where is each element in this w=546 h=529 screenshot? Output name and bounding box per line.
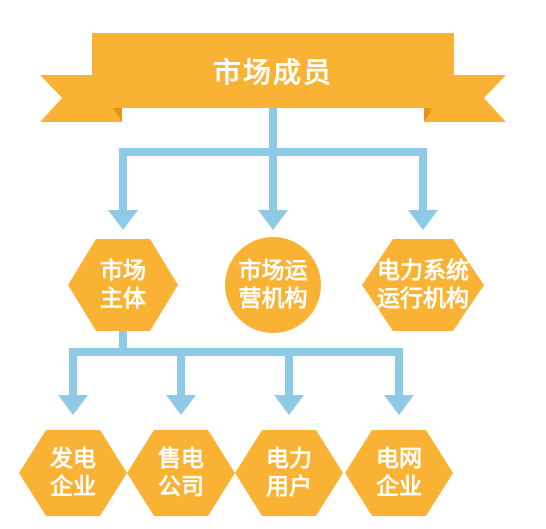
node-grid-operator-label: 电力系统 运行机构 <box>377 258 469 312</box>
node-market-entity-label: 市场 主体 <box>100 258 146 312</box>
connectors-level1 <box>119 108 427 213</box>
arrows-level1 <box>108 210 438 230</box>
arrow-1 <box>108 210 138 230</box>
connectors-level2 <box>69 331 403 398</box>
node-gen-company-label: 发电 企业 <box>50 446 96 500</box>
arrow-sub-4 <box>384 395 414 415</box>
title-banner <box>40 33 506 122</box>
banner-body <box>92 33 454 108</box>
arrow-sub-1 <box>58 395 88 415</box>
arrow-sub-3 <box>274 395 304 415</box>
node-grid-company-label: 电网 企业 <box>376 446 422 500</box>
diagram-title: 市场成员 <box>212 55 333 89</box>
level2-nodes <box>19 430 453 516</box>
node-retail-company-label: 售电 公司 <box>158 446 204 500</box>
node-grid-operator-shape <box>362 239 484 331</box>
arrows-level2 <box>58 395 414 415</box>
level1-nodes <box>68 237 484 333</box>
node-grid-company-shape <box>345 430 453 516</box>
arrow-2 <box>258 210 288 230</box>
node-power-user-label: 电力 用户 <box>266 446 312 500</box>
node-market-entity-shape <box>68 239 178 331</box>
node-retail-company-shape <box>127 430 235 516</box>
node-power-user-shape <box>235 430 343 516</box>
arrow-3 <box>408 210 438 230</box>
node-market-operator-shape <box>225 237 321 333</box>
arrow-sub-2 <box>166 395 196 415</box>
node-market-operator-label: 市场运 营机构 <box>238 258 308 312</box>
node-gen-company-shape <box>19 430 127 516</box>
